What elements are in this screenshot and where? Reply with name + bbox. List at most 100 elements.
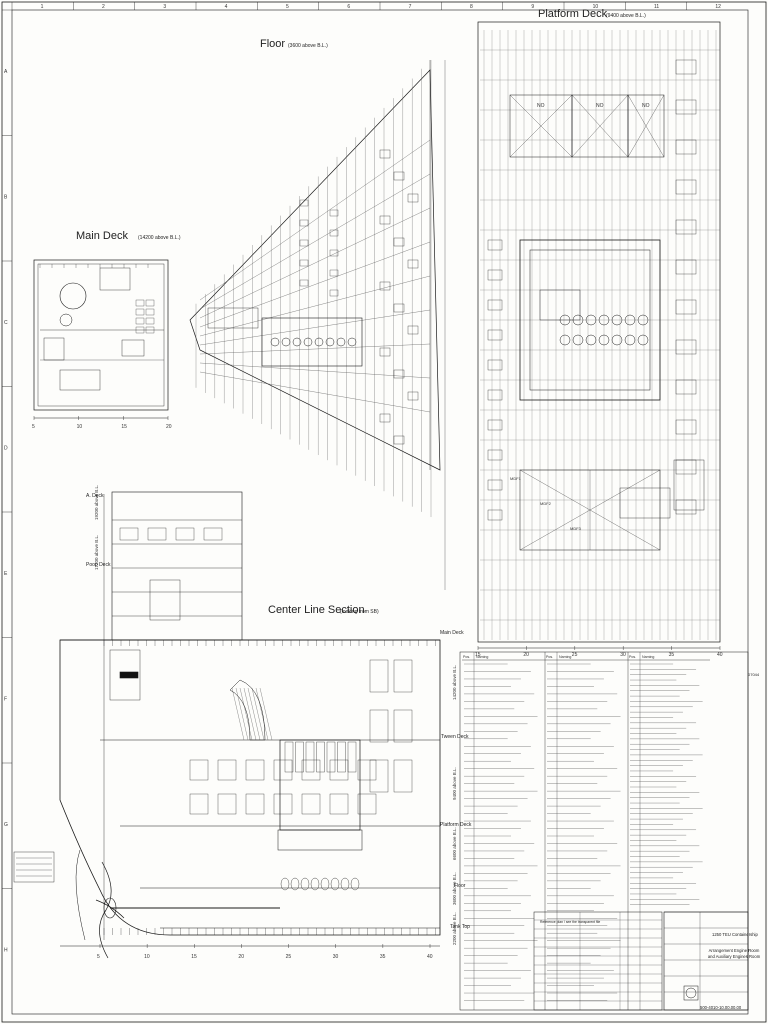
platform-tank-label: NO [537,103,545,109]
border-left-tick-label: D [4,445,8,451]
main-deck-equipment [145,317,155,325]
section-engine-cylinder-block [295,741,304,773]
platform-equipment [487,329,503,341]
section-engine-cylinder-block [305,741,315,773]
floor-equipment [329,249,339,257]
platform-equipment [487,269,503,281]
section-bottom-tank-oval [340,877,350,891]
floor-engine-cylinder [347,337,357,347]
border-top-tick-label: 5 [286,4,289,10]
platform-equipment [487,299,503,311]
section-engine-cylinder-block [284,741,294,773]
platform-engine-cylinder [624,334,636,346]
section-exhaust-hatch [247,687,261,741]
section-bottom-tank-oval [330,877,340,891]
main-deck-room [43,337,65,361]
section-equipment [273,793,293,815]
section-scale-label: 20 [238,954,244,960]
floor-engine-cylinder [303,337,313,347]
title-block-logo-mark [685,987,697,999]
section-accommodation-room [119,527,139,541]
equipment-list-header-pos: Pos. [463,655,470,659]
floor-pump [393,435,405,445]
floor-longitudinal [199,139,431,301]
section-exhaust-bend [229,679,266,741]
main-deck-scale-label: 15 [121,424,127,430]
platform-engine-casing [519,239,661,401]
platform-equipment [487,479,503,491]
equipment-list-frame [459,651,749,1011]
floor-pump [407,193,419,203]
poop-deck-level-label: Poop Deck [86,562,111,568]
platform-tank-label: NO [596,103,604,109]
floor-longitudinal [199,371,431,413]
platform-equipment [675,99,697,115]
section-equipment [357,759,377,781]
platform-equipment [487,359,503,371]
floor-longitudinal [199,275,431,337]
platform-equipment [675,459,697,475]
platform-tank-cross [571,94,629,158]
title-block-outline [663,911,749,1011]
section-equipment [245,793,265,815]
section-dark-panel [119,671,139,679]
main-deck-equipment [135,308,145,316]
platform-equipment [675,179,697,195]
equipment-list-header-naming: Naming [476,655,488,659]
floor-pump [393,369,405,379]
section-equipment [357,793,377,815]
floor-longitudinal [199,362,431,379]
drawing-title: Arrangement Engine Room and Auxiliary En… [707,948,761,959]
floor-engine-cylinder [336,337,346,347]
main-deck-scale-label: 20 [166,424,172,430]
platform-room-label: MDF1 [510,476,522,481]
platform-deck-view-subtitle: (9400 above B.L.) [606,13,646,19]
floor-pump [407,259,419,269]
section-bottom-tank-oval [350,877,360,891]
section-equipment [393,659,413,693]
platform-engine-cylinder [611,334,623,346]
side-note: 07044 [748,672,760,677]
floor-longitudinal [199,173,431,310]
border-top-tick-label: 9 [531,4,534,10]
section-bottom-tank-oval [310,877,320,891]
floor-equipment [329,289,339,297]
platform-equipment [675,139,697,155]
platform-engine-cylinder [598,334,610,346]
section-superstructure [111,491,243,641]
border-left-tick-label: A [4,69,8,75]
platform-scale-label: 35 [669,652,675,658]
platform-deck-view-title: Platform Deck [538,8,608,20]
section-equipment [393,759,413,793]
section-bottom-tank-oval [280,877,290,891]
ship-name: 1250 TEU Containership [712,932,758,937]
main-deck-scale-label: 10 [77,424,83,430]
equipment-list-header-pos: Pos. [629,655,636,659]
platform-engine-top [539,289,581,321]
floor-pump [407,325,419,335]
platform-tank-cross [627,94,665,158]
border-top-tick-label: 2 [102,4,105,10]
border-top-tick-label: 6 [347,4,350,10]
main-deck-room [121,339,145,357]
equipment-list-header-naming: Naming [559,655,571,659]
section-equipment [369,709,389,743]
section-scale-label: 30 [333,954,339,960]
platform-equipment [675,379,697,395]
platform-tank-cross [509,94,573,158]
platform-workshop [673,459,705,511]
main-deck-scale-label: 5 [32,424,35,430]
platform-room-label: MDF3 [570,526,582,531]
platform-engine-cylinder [624,314,636,326]
platform-engine-inner [529,249,651,391]
floor-view-subtitle: (3600 above B.L.) [288,43,328,49]
floor-engine-cylinder [281,337,291,347]
floor-equipment [329,269,339,277]
tween-deck-level-label: Tween Deck [441,734,469,740]
floor-equipment [329,209,339,217]
floor-level-label: Floor [454,883,466,889]
elevation-label: 19200 above B.L. [94,485,99,520]
section-scale-label: 10 [144,954,150,960]
floor-pump [379,413,391,423]
